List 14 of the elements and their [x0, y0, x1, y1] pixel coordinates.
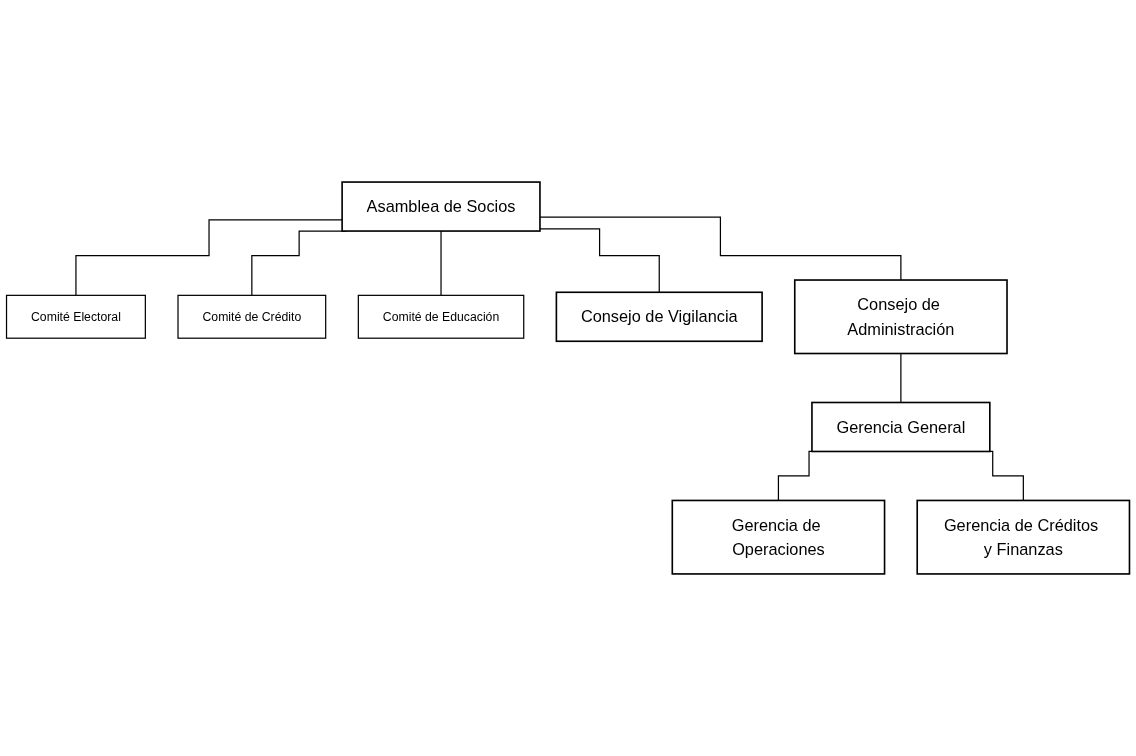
node-box: Asamblea de Socios — [341, 181, 541, 232]
node-box: Consejo de Administración — [793, 279, 1008, 355]
node-box: Gerencia de Créditos y Finanzas — [916, 499, 1131, 575]
connector — [440, 230, 442, 296]
node-box: Comité Electoral — [5, 294, 146, 339]
node-box: Comité de Crédito — [177, 294, 327, 339]
node-box: Comité de Educación — [357, 294, 525, 339]
connector — [539, 228, 660, 293]
node-box: Gerencia de Operaciones — [671, 499, 886, 575]
node-box: Gerencia General — [811, 401, 991, 453]
node-box: Consejo de Vigilancia — [555, 291, 763, 343]
connector — [539, 216, 902, 281]
connector — [900, 352, 902, 404]
connector — [75, 219, 343, 296]
